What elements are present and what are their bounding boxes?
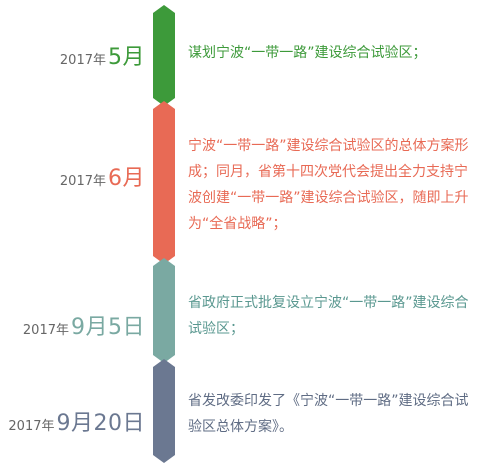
event-year-4: 2017年	[8, 419, 55, 434]
event-description-2: 宁波“一带一路”建设综合试验区的总体方案形成；同月，省第十四次党代会提出全力支持…	[188, 138, 469, 232]
event-year-2: 2017年	[59, 174, 106, 189]
event-day-3: 9月5日	[71, 315, 145, 340]
timeline-segment-2	[153, 101, 175, 264]
event-date-3: 2017年 9月5日	[23, 309, 145, 341]
event-description-1: 谋划宁波“一带一路”建设综合试验区；	[188, 45, 427, 61]
timeline-segment-3	[153, 258, 175, 363]
segment-shape-4	[153, 359, 175, 463]
event-year-3: 2017年	[22, 323, 69, 338]
segment-shape-2	[153, 101, 175, 264]
event-year-1: 2017年	[59, 53, 106, 68]
event-date-2: 2017年 6月	[60, 160, 145, 192]
segment-shape-3	[153, 258, 175, 363]
timeline-segment-1	[153, 5, 175, 106]
timeline-segment-4	[153, 359, 175, 463]
event-month-1: 5月	[108, 45, 145, 70]
event-date-1: 2017年 5月	[60, 39, 145, 71]
segment-shape-1	[153, 5, 175, 106]
event-date-4: 2017年 9月20日	[8, 405, 145, 437]
event-day-4: 9月20日	[56, 411, 145, 436]
event-description-3: 省政府正式批复设立宁波“一带一路”建设综合试验区；	[188, 295, 469, 337]
event-month-2: 6月	[108, 166, 145, 191]
event-description-4: 省发改委印发了《宁波“一带一路”建设综合试验区总体方案》。	[188, 393, 469, 435]
